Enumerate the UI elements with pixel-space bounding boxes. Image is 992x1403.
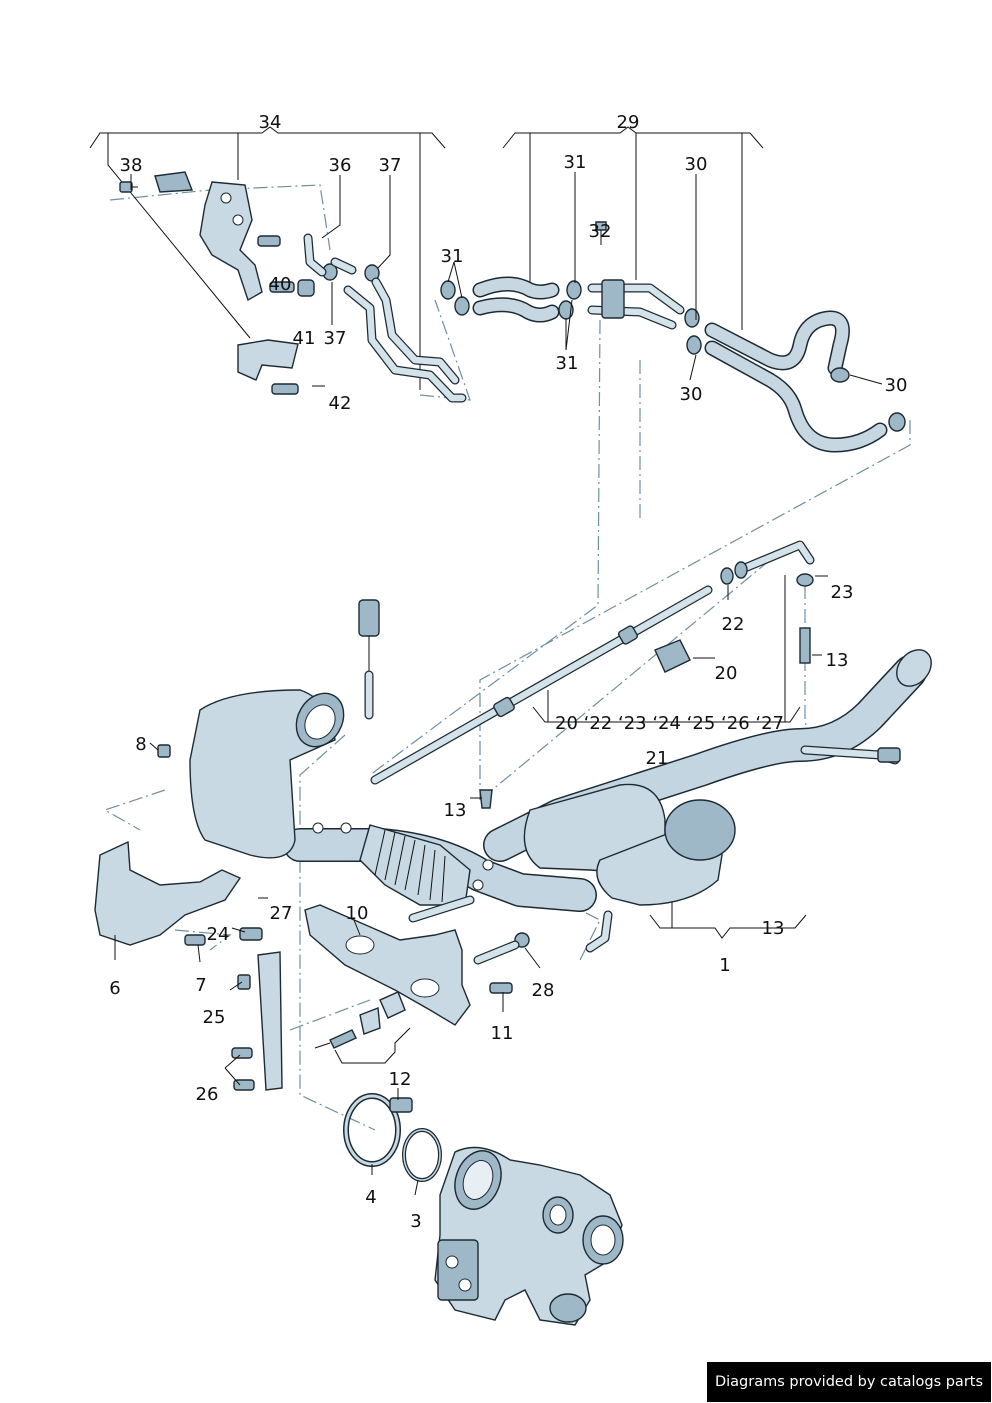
callout-8: 8 — [135, 734, 146, 755]
callout-34: 34 — [259, 112, 282, 133]
callout-26: 26 — [196, 1084, 219, 1105]
callout-31-lower: 31 — [556, 353, 579, 374]
callout-numbers: 34 29 38 36 37 31 30 32 31 40 41 37 31 3… — [109, 112, 907, 1232]
twin-catalytic-converter — [189, 689, 736, 912]
callout-30-top: 30 — [685, 154, 708, 175]
flex-bellows — [374, 829, 446, 903]
callout-25: 25 — [203, 1007, 226, 1028]
callout-12: 12 — [389, 1069, 412, 1090]
callout-27: 27 — [270, 903, 293, 924]
callout-31-top: 31 — [564, 152, 587, 173]
lambda-probe-and-tailpipe — [358, 540, 932, 862]
callout-32: 32 — [589, 221, 612, 242]
callout-20: 20 — [715, 663, 738, 684]
turbocharger-connection — [343, 1093, 624, 1326]
callout-30-lower: 30 — [680, 384, 703, 405]
callout-21: 21 — [646, 748, 669, 769]
callout-30-right: 30 — [885, 375, 908, 396]
callout-13-lower: 13 — [762, 918, 785, 939]
coolant-hose-assembly — [322, 221, 906, 453]
callout-1: 1 — [719, 955, 730, 976]
callout-4: 4 — [365, 1187, 376, 1208]
callout-24: 24 — [207, 924, 230, 945]
callout-group-row: 20 ‘22 ‘23 ‘24 ‘25 ‘26 ‘27 — [555, 713, 784, 734]
callout-40: 40 — [269, 274, 292, 295]
callout-37-upper: 37 — [379, 155, 402, 176]
lower-brackets-and-fasteners — [94, 744, 613, 1091]
callout-22: 22 — [722, 614, 745, 635]
diagram-credit-banner: Diagrams provided by catalogs parts — [707, 1362, 991, 1402]
callout-31-left: 31 — [441, 246, 464, 267]
callout-7: 7 — [195, 975, 206, 996]
callout-11: 11 — [491, 1023, 514, 1044]
callout-37-lower: 37 — [324, 328, 347, 349]
callout-36: 36 — [329, 155, 352, 176]
group-brackets — [89, 126, 807, 1064]
callout-42: 42 — [329, 393, 352, 414]
callout-10: 10 — [346, 903, 369, 924]
callout-41: 41 — [293, 328, 316, 349]
callout-leader-lines — [114, 172, 883, 1196]
callout-13-middle: 13 — [444, 800, 467, 821]
callout-13-upper: 13 — [826, 650, 849, 671]
callout-29: 29 — [617, 112, 640, 133]
callout-38: 38 — [120, 155, 143, 176]
sensor-bracket-assembly — [119, 171, 467, 403]
callout-3: 3 — [410, 1211, 421, 1232]
callout-6: 6 — [109, 978, 120, 999]
callout-23: 23 — [831, 582, 854, 603]
hose-clamps — [322, 263, 906, 432]
callout-28: 28 — [532, 980, 555, 1001]
